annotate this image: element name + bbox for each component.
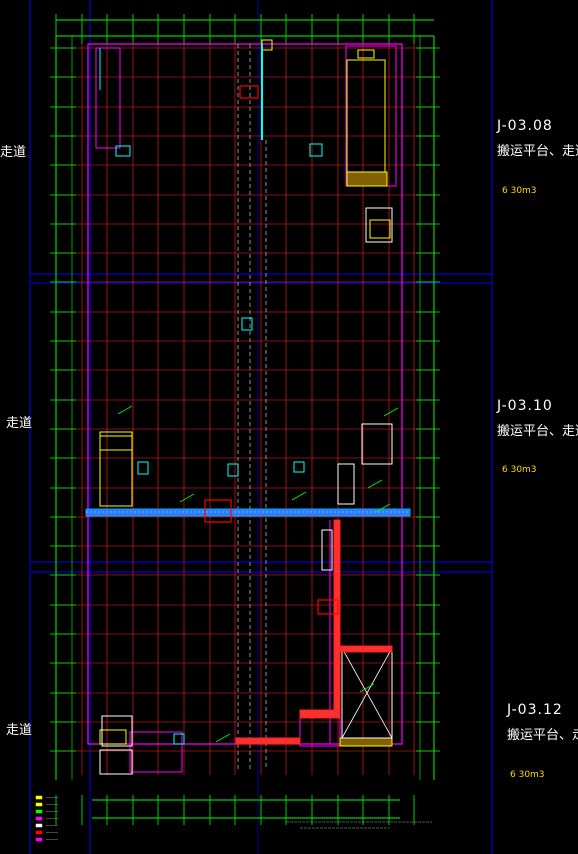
- sheet-name-1: 搬运平台、走道平: [497, 144, 578, 159]
- sheet-name-2: 搬运平台、走道平: [497, 424, 578, 439]
- platform-beam: [235, 737, 301, 745]
- legend-swatch: [35, 823, 43, 828]
- walkway-label-1: 走道: [0, 145, 27, 160]
- legend-swatch: [35, 795, 43, 800]
- highlight-box: [204, 499, 232, 523]
- room-outline: [129, 731, 183, 773]
- duct-marker: [137, 461, 149, 475]
- duct-marker: [173, 733, 185, 745]
- annotation-leader: [359, 683, 375, 693]
- equipment-block: [261, 39, 273, 51]
- duct-marker: [309, 143, 323, 157]
- annotation-leader: [367, 479, 383, 489]
- annotation-leader: [383, 407, 399, 417]
- annotation-leader: [117, 405, 133, 415]
- sheet-area-3: 6 30m3: [510, 770, 545, 780]
- building-outline: [87, 43, 403, 745]
- platform-beam: [333, 519, 341, 717]
- annotation-leader: [375, 503, 391, 513]
- legend-swatch: [35, 816, 43, 821]
- duct-marker: [115, 145, 131, 157]
- beam-band: [85, 508, 411, 517]
- sheet-code-2: J-03.10: [497, 398, 553, 414]
- hatched-area: [339, 737, 393, 747]
- duct-marker: [293, 461, 305, 473]
- equipment-block: [99, 435, 133, 451]
- duct-marker: [227, 463, 239, 477]
- legend-swatch: [35, 809, 43, 814]
- platform-beam: [339, 645, 393, 653]
- legend-swatch: [35, 830, 43, 835]
- equipment-block: [99, 729, 127, 745]
- walkway-label-3: 走道: [6, 723, 33, 738]
- machine-outline: [321, 529, 333, 571]
- duct-marker: [241, 317, 253, 331]
- equipment-block: [346, 59, 386, 177]
- machine-outline: [101, 715, 133, 747]
- annotation-leader: [291, 491, 307, 501]
- legend-swatch: [35, 802, 43, 807]
- machine-cross: [341, 647, 393, 739]
- machine-outline: [99, 749, 133, 775]
- sheet-name-3: 搬运平台、走道: [507, 728, 578, 743]
- walkway-label-2: 走道: [6, 416, 33, 431]
- sheet-code-1: J-03.08: [497, 118, 553, 134]
- machine-outline: [337, 463, 355, 505]
- sheet-area-1: 6 30m3: [502, 186, 537, 196]
- highlight-box: [239, 85, 259, 99]
- sheet-code-3: J-03.12: [507, 702, 563, 718]
- equipment-block: [369, 219, 391, 239]
- sheet-area-2: 6 30m3: [502, 465, 537, 475]
- machine-outline: [361, 423, 393, 465]
- platform-beam: [299, 709, 341, 719]
- equipment-block: [99, 431, 133, 507]
- highlight-box: [317, 599, 339, 615]
- room-outline: [95, 47, 121, 149]
- hatched-area: [346, 171, 388, 187]
- annotation-leader: [179, 493, 195, 503]
- legend-swatch: [35, 837, 43, 842]
- annotation-leader: [215, 733, 231, 743]
- equipment-block: [357, 49, 375, 59]
- machine-outline: [365, 207, 393, 243]
